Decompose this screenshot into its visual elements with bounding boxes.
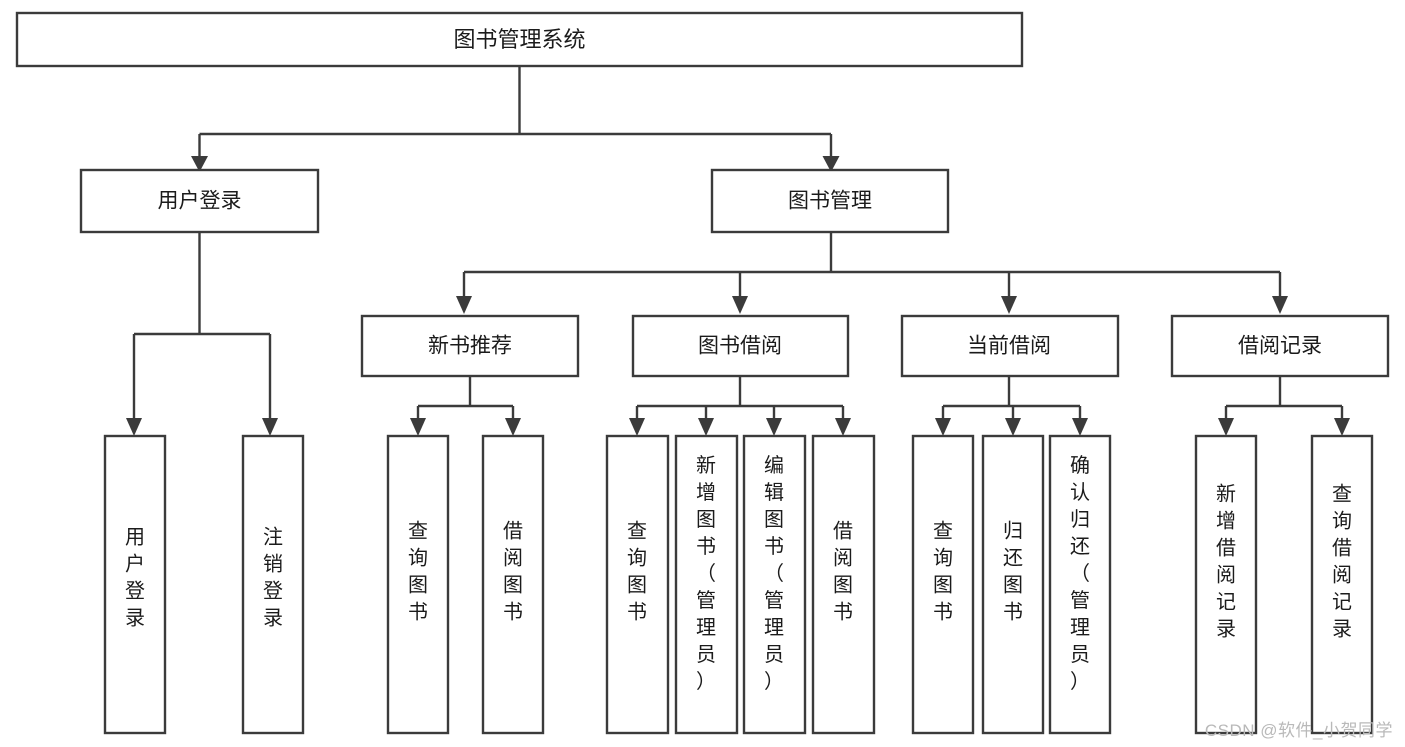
node-new-book-rec-box[interactable] [360, 314, 580, 378]
arrow-head-leaf-logout [262, 418, 278, 436]
node-user-login[interactable]: 用户登录 [79, 168, 320, 234]
node-leaf-return-book-box[interactable] [981, 434, 1045, 735]
node-user-login-box[interactable] [79, 168, 320, 234]
node-new-book-rec-label: 新书推荐 [428, 335, 512, 358]
connector-group-current-borrow [935, 376, 1088, 436]
arrow-head-book-manage [822, 156, 840, 172]
node-borrow-record-label: 借阅记录 [1238, 335, 1322, 358]
node-root-box[interactable] [15, 11, 1024, 68]
arrow-head-leaf-add-book [698, 418, 714, 436]
node-leaf-edit-book-label: 编辑图书（管理员） [764, 454, 784, 693]
node-book-borrow-box[interactable] [631, 314, 850, 378]
node-leaf-confirm-return-box[interactable] [1048, 434, 1112, 735]
arrow-head-leaf-edit-book [766, 418, 782, 436]
arrow-head-leaf-confirm-return [1072, 418, 1088, 436]
node-leaf-logout-label: 注销登录 [263, 526, 283, 630]
node-leaf-borrow-book-1[interactable]: 借阅图书 [481, 434, 545, 735]
node-leaf-query-book-2[interactable]: 查询图书 [605, 434, 670, 735]
node-leaf-query-book-3[interactable]: 查询图书 [911, 434, 975, 735]
arrow-head-new-book-rec [456, 296, 472, 314]
arrow-head-leaf-return-book [1005, 418, 1021, 436]
arrow-head-leaf-add-record [1218, 418, 1234, 436]
node-new-book-rec[interactable]: 新书推荐 [360, 314, 580, 378]
node-leaf-query-book-1-label: 查询图书 [408, 520, 428, 624]
node-leaf-query-record[interactable]: 查询借阅记录 [1310, 434, 1374, 735]
csdn-watermark: CSDN @软件_小贺同学 [1204, 721, 1393, 740]
node-leaf-borrow-book-1-box[interactable] [481, 434, 545, 735]
connector-group-root [191, 66, 840, 172]
node-borrow-record-box[interactable] [1170, 314, 1390, 378]
node-leaf-user-login[interactable]: 用户登录 [103, 434, 167, 735]
node-leaf-borrow-book-2-label: 借阅图书 [833, 520, 853, 624]
node-leaf-add-book[interactable]: 新增图书（管理员） [674, 434, 739, 735]
node-leaf-return-book[interactable]: 归还图书 [981, 434, 1045, 735]
node-leaf-borrow-book-1-label: 借阅图书 [503, 520, 523, 624]
connector-group-book-borrow [629, 376, 851, 436]
node-book-borrow[interactable]: 图书借阅 [631, 314, 850, 378]
arrow-head-leaf-query-book-1 [410, 418, 426, 436]
node-leaf-confirm-return[interactable]: 确认归还（管理员） [1048, 434, 1112, 735]
node-leaf-query-book-1-box[interactable] [386, 434, 450, 735]
node-leaf-add-book-box[interactable] [674, 434, 739, 735]
node-leaf-add-record-label: 新增借阅记录 [1216, 483, 1236, 641]
node-leaf-return-book-label: 归还图书 [1003, 520, 1023, 624]
node-leaf-query-book-3-label: 查询图书 [933, 520, 953, 624]
arrow-head-leaf-user-login [126, 418, 142, 436]
node-leaf-add-book-label: 新增图书（管理员） [696, 454, 716, 693]
arrow-head-leaf-query-book-2 [629, 418, 645, 436]
node-leaf-query-book-3-box[interactable] [911, 434, 975, 735]
node-leaf-query-book-2-box[interactable] [605, 434, 670, 735]
node-current-borrow[interactable]: 当前借阅 [900, 314, 1120, 378]
node-leaf-user-login-box[interactable] [103, 434, 167, 735]
node-leaf-query-record-label: 查询借阅记录 [1332, 483, 1352, 641]
arrow-head-leaf-query-record [1334, 418, 1350, 436]
connector-group-book-manage [456, 232, 1288, 314]
node-borrow-record[interactable]: 借阅记录 [1170, 314, 1390, 378]
node-leaf-user-login-label: 用户登录 [125, 527, 145, 630]
arrow-head-leaf-query-book-3 [935, 418, 951, 436]
node-leaf-query-book-2-label: 查询图书 [627, 520, 647, 624]
node-leaf-add-record[interactable]: 新增借阅记录 [1194, 434, 1258, 735]
arrow-head-current-borrow [1001, 296, 1017, 314]
arrow-head-book-borrow [732, 296, 748, 314]
connector-group-new-book-rec [410, 376, 521, 436]
arrow-head-user-login [191, 156, 208, 172]
node-leaf-edit-book[interactable]: 编辑图书（管理员） [742, 434, 807, 735]
connector-group-borrow-record [1218, 376, 1350, 436]
node-leaf-add-record-box[interactable] [1194, 434, 1258, 735]
arrow-head-borrow-record [1272, 296, 1288, 314]
arrow-head-leaf-borrow-book-1 [505, 418, 521, 436]
arrow-head-leaf-borrow-book-2 [835, 418, 851, 436]
node-root-label: 图书管理系统 [453, 27, 585, 52]
node-leaf-borrow-book-2-box[interactable] [811, 434, 876, 735]
node-leaf-borrow-book-2[interactable]: 借阅图书 [811, 434, 876, 735]
node-book-manage-box[interactable] [710, 168, 950, 234]
node-root[interactable]: 图书管理系统 [15, 11, 1024, 68]
node-book-manage[interactable]: 图书管理 [710, 168, 950, 234]
node-leaf-logout-box[interactable] [241, 434, 305, 735]
node-book-manage-label: 图书管理 [788, 190, 872, 213]
connector-group-user-login [126, 232, 278, 436]
node-leaf-query-book-1[interactable]: 查询图书 [386, 434, 450, 735]
node-leaf-confirm-return-label: 确认归还（管理员） [1070, 454, 1090, 693]
node-leaf-query-record-box[interactable] [1310, 434, 1374, 735]
node-user-login-label: 用户登录 [158, 190, 242, 213]
node-current-borrow-box[interactable] [900, 314, 1120, 378]
node-book-borrow-label: 图书借阅 [698, 335, 782, 358]
node-leaf-logout[interactable]: 注销登录 [241, 434, 305, 735]
node-leaf-edit-book-box[interactable] [742, 434, 807, 735]
node-current-borrow-label: 当前借阅 [967, 335, 1051, 358]
